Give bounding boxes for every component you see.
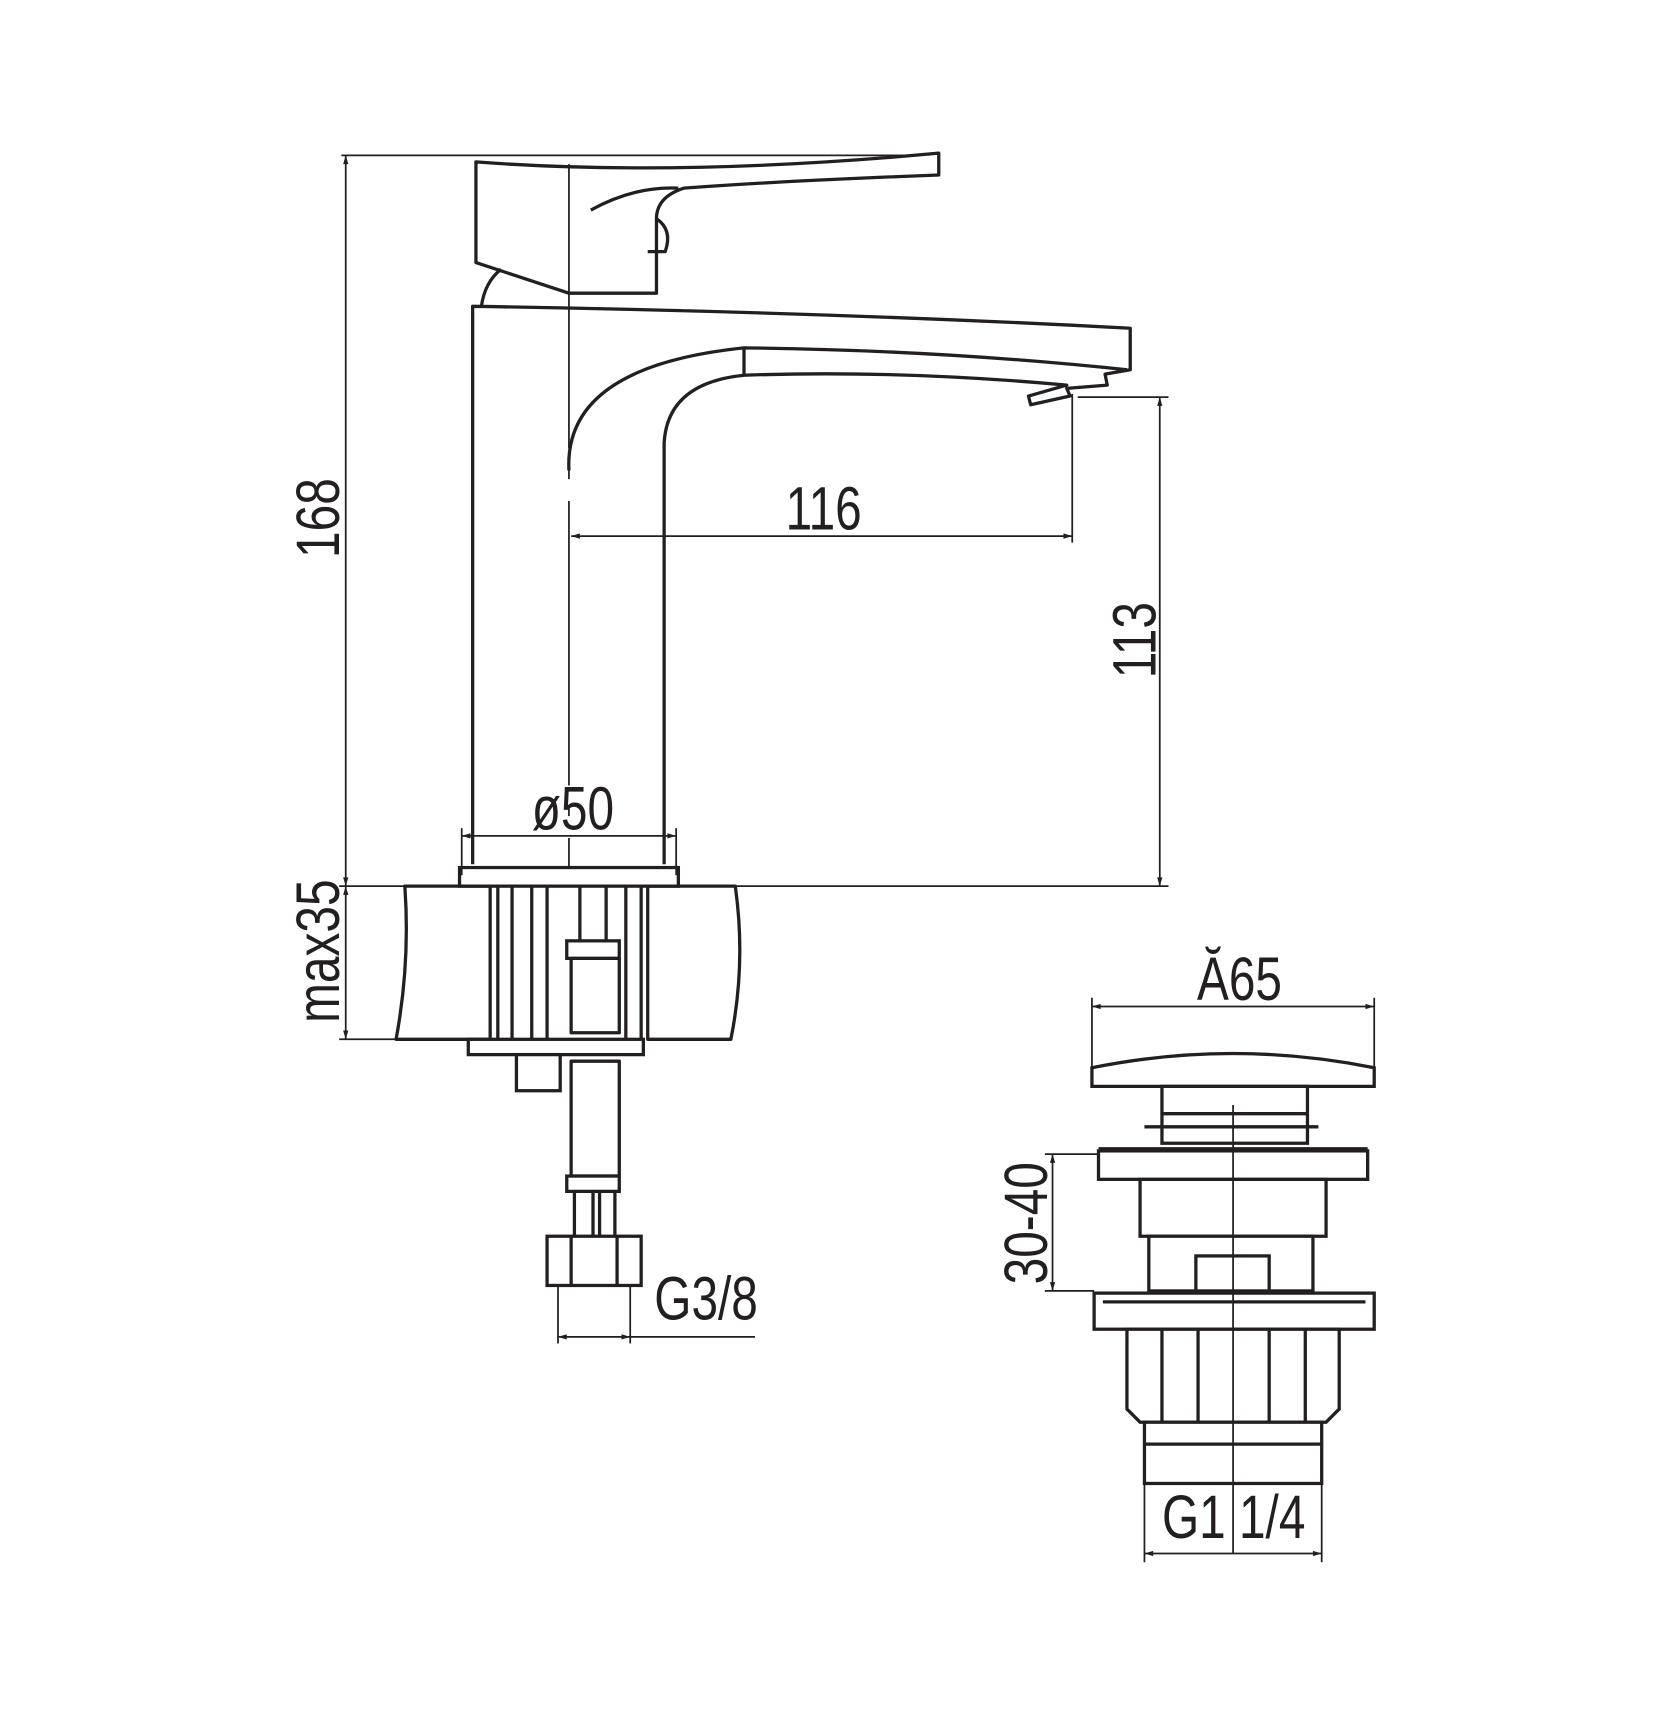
handle-edge <box>590 186 679 212</box>
drain-lower-flange <box>1092 1291 1376 1331</box>
neck <box>479 267 503 307</box>
counter-section-right <box>646 884 742 1041</box>
mounting-hole <box>496 886 643 1040</box>
reach-label: 116 <box>786 474 862 543</box>
fixing-plate <box>466 1037 645 1057</box>
cap-diameter-label: Ă65 <box>1197 944 1282 1013</box>
hose-ferrule <box>565 1174 621 1194</box>
hose-ferrule <box>565 939 621 960</box>
hose-braid-lower <box>569 1059 621 1178</box>
thread-label: G1 1/4 <box>1162 1482 1305 1551</box>
adjust-range-label: 30-40 <box>991 1162 1060 1284</box>
hose-nut <box>545 1234 643 1288</box>
drain-cap <box>1090 1051 1376 1088</box>
handle <box>474 151 941 295</box>
counter-section-left <box>394 884 492 1041</box>
spout-inner-line <box>567 346 1128 471</box>
hose-tail <box>572 1191 617 1237</box>
hose-braid-upper <box>569 956 621 1035</box>
spout-height-label: 113 <box>1100 602 1169 678</box>
base-plate <box>457 865 680 888</box>
fixing-stud <box>514 1052 562 1093</box>
diameter-label: ø50 <box>532 774 614 843</box>
counter-thickness-label: max35 <box>283 879 352 1022</box>
connection-label: G3/8 <box>654 1264 758 1333</box>
height-label: 168 <box>283 478 352 558</box>
handle-pin <box>647 217 670 254</box>
faucet-body <box>471 304 1132 865</box>
faucet-drawing: 168 116 113 ø50 max35 <box>283 151 1169 1344</box>
drain-drawing: Ă65 30-40 G1 1/4 <box>991 944 1376 1563</box>
